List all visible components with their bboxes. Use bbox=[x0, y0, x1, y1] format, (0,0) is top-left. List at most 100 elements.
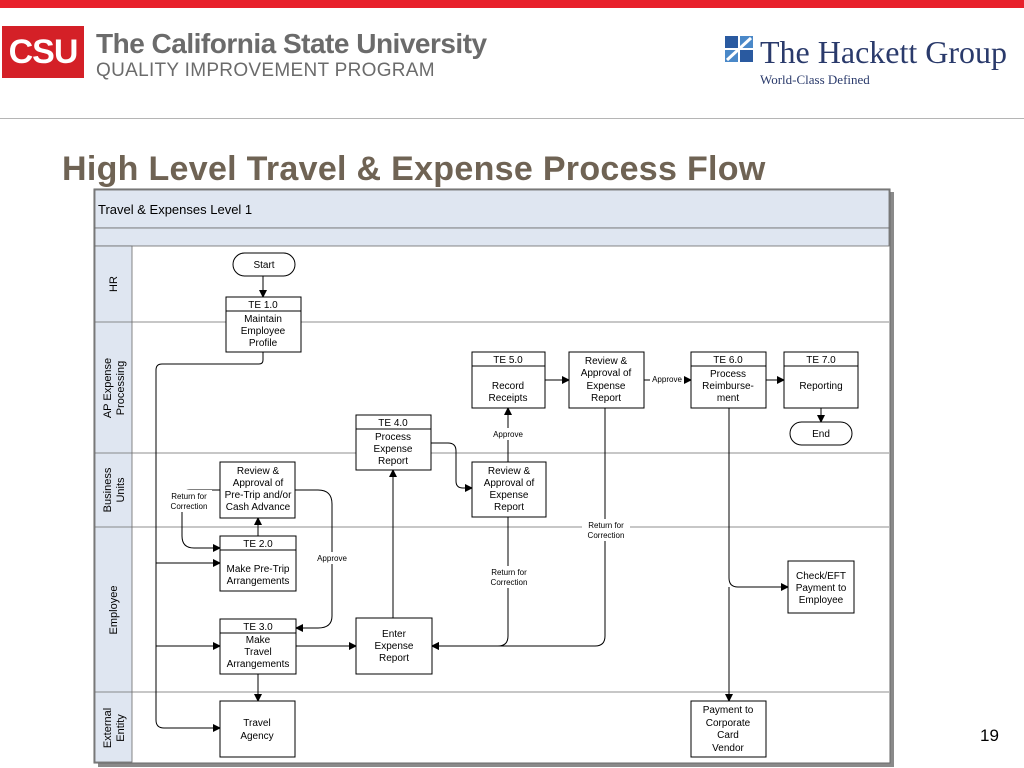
node-payment-vendor-line1: Payment to bbox=[703, 705, 754, 716]
node-te1-id: TE 1.0 bbox=[248, 300, 278, 311]
hackett-title: The Hackett Group bbox=[760, 34, 1008, 70]
page-number: 19 bbox=[980, 726, 999, 745]
node-travel-agency-line1: Travel bbox=[243, 718, 270, 729]
node-review-pretrip-line3: Pre-Trip and/or bbox=[225, 490, 293, 501]
label-return-pretrip-line1: Return for bbox=[171, 492, 207, 501]
node-te5-line2: Receipts bbox=[489, 393, 528, 404]
node-te1-line2: Employee bbox=[241, 326, 286, 337]
node-te2-line1: Make Pre-Trip bbox=[227, 564, 290, 575]
node-start-label: Start bbox=[253, 260, 274, 271]
node-payment-vendor-line3: Card bbox=[717, 730, 739, 741]
node-te7-id: TE 7.0 bbox=[806, 355, 836, 366]
node-enter-report-line1: Enter bbox=[382, 629, 407, 640]
edge-trunk-travel-agency bbox=[155, 719, 221, 732]
node-enter-report-line3: Report bbox=[379, 653, 409, 664]
page-title: High Level Travel & Expense Process Flow bbox=[62, 150, 766, 188]
node-te4-id: TE 4.0 bbox=[378, 418, 408, 429]
node-check-eft-line3: Employee bbox=[799, 595, 844, 606]
node-payment-vendor bbox=[690, 700, 767, 758]
node-te3 bbox=[219, 618, 297, 675]
header-divider bbox=[0, 118, 1024, 119]
node-review-bu-line1: Review & bbox=[488, 466, 531, 477]
hackett-subtitle: World-Class Defined bbox=[760, 72, 870, 87]
node-payment-vendor-line2: Corporate bbox=[706, 718, 751, 729]
node-te6-line2: Reimburse- bbox=[702, 381, 754, 392]
node-travel-agency-line2: Agency bbox=[240, 731, 273, 742]
node-end-label: End bbox=[812, 429, 830, 440]
node-te4-line1: Process bbox=[375, 432, 411, 443]
node-check-eft-line2: Payment to bbox=[796, 583, 847, 594]
edge-te1-trunk bbox=[155, 352, 264, 720]
node-review-ap-line4: Report bbox=[591, 393, 621, 404]
edge-te4-review-bu bbox=[431, 442, 473, 492]
edge-review-ap-return bbox=[431, 408, 606, 650]
lane-label-column bbox=[94, 245, 133, 763]
label-return-ap-line2: Correction bbox=[588, 531, 625, 540]
node-te3-id: TE 3.0 bbox=[243, 622, 273, 633]
node-enter-report bbox=[355, 617, 433, 675]
lane-label-hr: HR bbox=[108, 276, 120, 292]
edge-te6-check-eft bbox=[728, 408, 789, 591]
lane-label-ap-line1: AP Expense bbox=[102, 358, 114, 418]
node-te6-line1: Process bbox=[710, 369, 746, 380]
node-te6-line3: ment bbox=[717, 393, 739, 404]
label-return-bu-line2: Correction bbox=[491, 578, 528, 587]
node-te2 bbox=[219, 535, 297, 592]
label-return-pretrip-line2: Correction bbox=[171, 502, 208, 511]
node-review-ap bbox=[568, 351, 645, 409]
diagram-title: Travel & Expenses Level 1 bbox=[98, 202, 252, 217]
node-te6-id: TE 6.0 bbox=[713, 355, 743, 366]
label-approve-te5: Approve bbox=[493, 430, 523, 439]
node-te5 bbox=[471, 351, 546, 409]
node-review-ap-line1: Review & bbox=[585, 356, 628, 367]
node-te2-id: TE 2.0 bbox=[243, 539, 273, 550]
node-te2-line2: Arrangements bbox=[227, 576, 290, 587]
lane-label-bu-line1: Business bbox=[102, 467, 114, 512]
node-enter-report-line2: Expense bbox=[375, 641, 414, 652]
node-review-pretrip bbox=[219, 461, 296, 519]
node-te1-line3: Profile bbox=[249, 338, 278, 349]
diagram-title-band bbox=[94, 189, 890, 229]
csu-title: The California State University bbox=[96, 28, 487, 59]
node-review-bu bbox=[471, 461, 547, 518]
node-start bbox=[232, 252, 296, 277]
lane-label-ext-line2: Entity bbox=[115, 714, 127, 742]
node-check-eft bbox=[787, 560, 855, 614]
top-red-bar bbox=[0, 0, 1024, 8]
node-review-pretrip-line2: Approval of bbox=[233, 478, 284, 489]
node-te4 bbox=[355, 414, 432, 471]
csu-subtitle: QUALITY IMPROVEMENT PROGRAM bbox=[96, 60, 435, 81]
node-te7-line1: Reporting bbox=[799, 381, 842, 392]
node-review-ap-line3: Expense bbox=[587, 381, 626, 392]
node-check-eft-line1: Check/EFT bbox=[796, 571, 846, 582]
node-payment-vendor-line4: Vendor bbox=[712, 743, 744, 754]
node-review-ap-line2: Approval of bbox=[581, 368, 632, 379]
node-te1-line1: Maintain bbox=[244, 314, 282, 325]
node-te5-line1: Record bbox=[492, 381, 524, 392]
hackett-logo-icon bbox=[725, 36, 753, 62]
node-review-bu-line4: Report bbox=[494, 502, 524, 513]
label-return-ap-line1: Return for bbox=[588, 521, 624, 530]
lane-label-ext-line1: External bbox=[102, 708, 114, 748]
csu-logo: CSU bbox=[2, 26, 84, 78]
label-approve-pretrip: Approve bbox=[317, 554, 347, 563]
label-approve-ap: Approve bbox=[652, 375, 682, 384]
node-te5-id: TE 5.0 bbox=[493, 355, 523, 366]
node-te3-line3: Arrangements bbox=[227, 659, 290, 670]
node-te7 bbox=[783, 351, 859, 409]
node-te3-line1: Make bbox=[246, 635, 271, 646]
diagram-sub-band bbox=[94, 227, 890, 247]
lane-label-ap-line2: Processing bbox=[115, 361, 127, 415]
label-return-bu-line1: Return for bbox=[491, 568, 527, 577]
node-review-pretrip-line1: Review & bbox=[237, 466, 280, 477]
node-te4-line3: Report bbox=[378, 456, 408, 467]
lane-label-bu-line2: Units bbox=[115, 477, 127, 503]
node-te6 bbox=[690, 351, 767, 409]
node-review-bu-line2: Approval of bbox=[484, 478, 535, 489]
node-te3-line2: Travel bbox=[244, 647, 271, 658]
node-te1 bbox=[225, 296, 302, 353]
lane-label-employee: Employee bbox=[108, 586, 120, 635]
node-review-pretrip-line4: Cash Advance bbox=[226, 502, 291, 513]
node-travel-agency bbox=[219, 700, 296, 758]
